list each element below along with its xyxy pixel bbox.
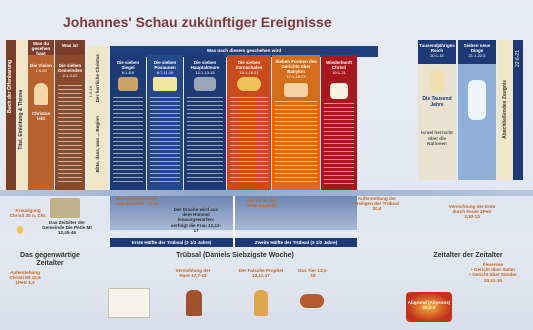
strip-schluss: Abschließendes Zeugnis (497, 40, 513, 180)
posaunen-title: Die sieben Posaunen (153, 60, 177, 70)
label-heute: Bitte, dass, was ... Beginn (95, 116, 100, 173)
label-schluss: Abschließendes Zeugnis (502, 80, 508, 139)
christ-figure-icon (34, 83, 48, 105)
woman-figure-icon (186, 290, 202, 316)
column-zornschalen: Die sieben Zornschalen 15:1-16:21 (227, 55, 271, 190)
tausend-ref: 20:1-15 (430, 53, 444, 58)
feuersee-item-2: • Gericht über Sünder (469, 272, 517, 278)
siegel-ref: 6:1-8:5 (121, 70, 135, 75)
midpoint-divider (233, 196, 235, 247)
gemeinden-title: Die sieben Gemeinden (57, 63, 83, 73)
tausend-title: Tausendjähriges Reich (419, 43, 455, 53)
trumpet-icon (153, 77, 177, 91)
drache-label: Der Drache wird aus dem Himmel hinausgew… (170, 207, 222, 233)
column-vision: Die Vision 1:9-20 Christus lebt (28, 55, 54, 190)
tier-label: Das Tier 13,1-18 (298, 268, 328, 279)
feuersee-ref: 20,11-15 (484, 277, 502, 283)
truebsal-title: Trübsal (Daniels Siebzigste Woche) (176, 252, 294, 259)
dinge-ref: 21:1-22:5 (468, 53, 486, 58)
hauptakteure-ref: 12:1-13:18 (195, 70, 215, 75)
column-tausend: Tausendjähriges Reich 20:1-15 Die Tausen… (418, 40, 456, 180)
babylon-title: Sieben Formen des Gerichts über Babylon (275, 59, 317, 74)
gemeinden-text-lines (58, 85, 82, 185)
erste-haelfte-label: Erste Hälfte der Trübsal (3 1/2 Jahre) (131, 240, 212, 245)
hauptakteure-title: Die sieben Hauptakteure (190, 60, 220, 70)
church-building-icon (50, 198, 80, 218)
feuersee-title: Feuersee (482, 262, 504, 267)
zeitalter-title: Zeitalter der Zeitalter (433, 252, 503, 259)
left-strip-title: Titel, Einleitung & Thema (16, 40, 28, 190)
zeitalter-gemeinde-label: Das Zeitalter der Gemeinde Die Perle Mt … (42, 220, 92, 236)
cross-glow-icon (17, 226, 23, 234)
label-buch: Buch der Offenbarung (7, 60, 13, 114)
wiederkunft-text-lines (324, 103, 354, 185)
king-icon (430, 70, 444, 92)
posaunen-ref: 8:7-11:19 (156, 70, 174, 75)
strip-schluss-ref: 22:6-21 (513, 40, 523, 180)
menschen-label: Menschen kommen zum Glauben 7,1-15 (115, 196, 159, 207)
hure-label: Vernichtung der Hure 17,7-18 (175, 268, 211, 279)
ernte-label: Die Ernte der Erde 14,14-20 (247, 198, 277, 209)
siegel-text-lines (113, 97, 143, 185)
column-dinge: Sieben neue Dinge 21:1-22:5 (458, 40, 496, 180)
vision-title: Die Vision (30, 63, 52, 68)
hauptakteure-text-lines (187, 97, 223, 185)
column-gemeinden: Die sieben Gemeinden 2:1-3:22 (55, 55, 85, 190)
tausend-header: Tausendjähriges Reich 20:1-15 (418, 40, 456, 64)
posaunen-text-lines (150, 97, 180, 185)
label-herrlich: Der herrliche Christus (95, 54, 100, 103)
babylon-ref: 17:1-18:24 (286, 74, 306, 79)
zweite-haelfte-label: Zweite Hälfte der Trübsal (3 1/2 Jahre) (254, 240, 338, 245)
actors-icon (194, 77, 216, 91)
header-was-gesehen: Was du gesehen hast (28, 40, 54, 56)
siegel-title: Die sieben Siegel (116, 60, 140, 70)
kreuzigung-label: Kreuzigung Christi 30 n. Chr. (9, 208, 47, 219)
column-siegel: Die sieben Siegel 6:1-8:5 (110, 55, 146, 190)
chart-title: Johannes' Schau zukünftiger Ereignisse (63, 14, 332, 30)
prophet-figure-icon (254, 290, 268, 316)
timeline-band (0, 190, 533, 196)
prophet-label: Der Falsche Prophet 13,11-17 (238, 268, 284, 279)
christus-lebt-label: Christus lebt (31, 111, 51, 121)
israel-label: Israel herrscht über die Nationen (421, 130, 453, 146)
column-babylon: Sieben Formen des Gerichts über Babylon … (272, 55, 320, 190)
vernichtung-erde-label: Vernichtung der Erde durch Feuer 2Petr 3… (448, 204, 496, 220)
ref-herrlich: 1:9-18 (88, 86, 93, 98)
auferstehung-heilige-label: Auferstehung der Heiligen der Trübsal 20… (355, 196, 399, 212)
zornschalen-text-lines (230, 97, 268, 185)
gegenwaertig-title: Das gegenwärtige Zeitalter (20, 252, 80, 267)
wiederkunft-ref: 19:1-21 (332, 70, 346, 75)
zornschalen-title: Die sieben Zornschalen (235, 60, 263, 70)
feuersee-block: Feuersee • Gericht über Satan • Gericht … (468, 262, 518, 283)
gemeinden-ref: 2:1-3:22 (62, 73, 78, 78)
zornschalen-ref: 15:1-16:21 (239, 70, 259, 75)
beast-icon (300, 294, 324, 308)
babylon-icon (284, 83, 308, 97)
tausend-jahre-label: Die Tausend Jahre (422, 96, 452, 108)
column-hauptakteure: Die sieben Hauptakteure 12:1-13:18 (184, 55, 226, 190)
feuersee-item-1: • Gericht über Satan (471, 267, 515, 273)
ref-schluss: 22:6-21 (515, 50, 521, 67)
column-wiederkunft: Wiederkunft Christi 19:1-21 (321, 55, 357, 190)
label-thema: Titel, Einleitung & Thema (18, 90, 24, 150)
babylon-text-lines (275, 101, 317, 185)
column-posaunen: Die sieben Posaunen 8:7-11:19 (147, 55, 183, 190)
abgrund-label: Abgrund (Abyssos) 20,1-3 (407, 300, 451, 311)
header-danach: Was nach diesem geschehen wird (110, 46, 378, 57)
new-jerusalem-icon (468, 80, 486, 120)
wiederkunft-title: Wiederkunft Christi (326, 60, 352, 70)
fire-lake-icon (406, 292, 452, 322)
bowl-icon (237, 77, 261, 91)
header-was-ist: Was ist (55, 40, 85, 57)
document-icon (108, 288, 150, 318)
rider-icon (330, 83, 348, 99)
strip-herrlich: Der herrliche Christus 1:9-18 Bitte, das… (87, 46, 108, 190)
auferstehung-christi-label: Auferstehung Christi Mt 16,6 1Petr 1,3 (9, 270, 41, 286)
scroll-icon (118, 77, 138, 91)
left-strip-book: Buch der Offenbarung (6, 40, 16, 190)
vision-ref: 1:9-20 (35, 68, 47, 73)
dinge-title: Sieben neue Dinge (463, 43, 491, 53)
dinge-header: Sieben neue Dinge 21:1-22:5 (458, 40, 496, 64)
